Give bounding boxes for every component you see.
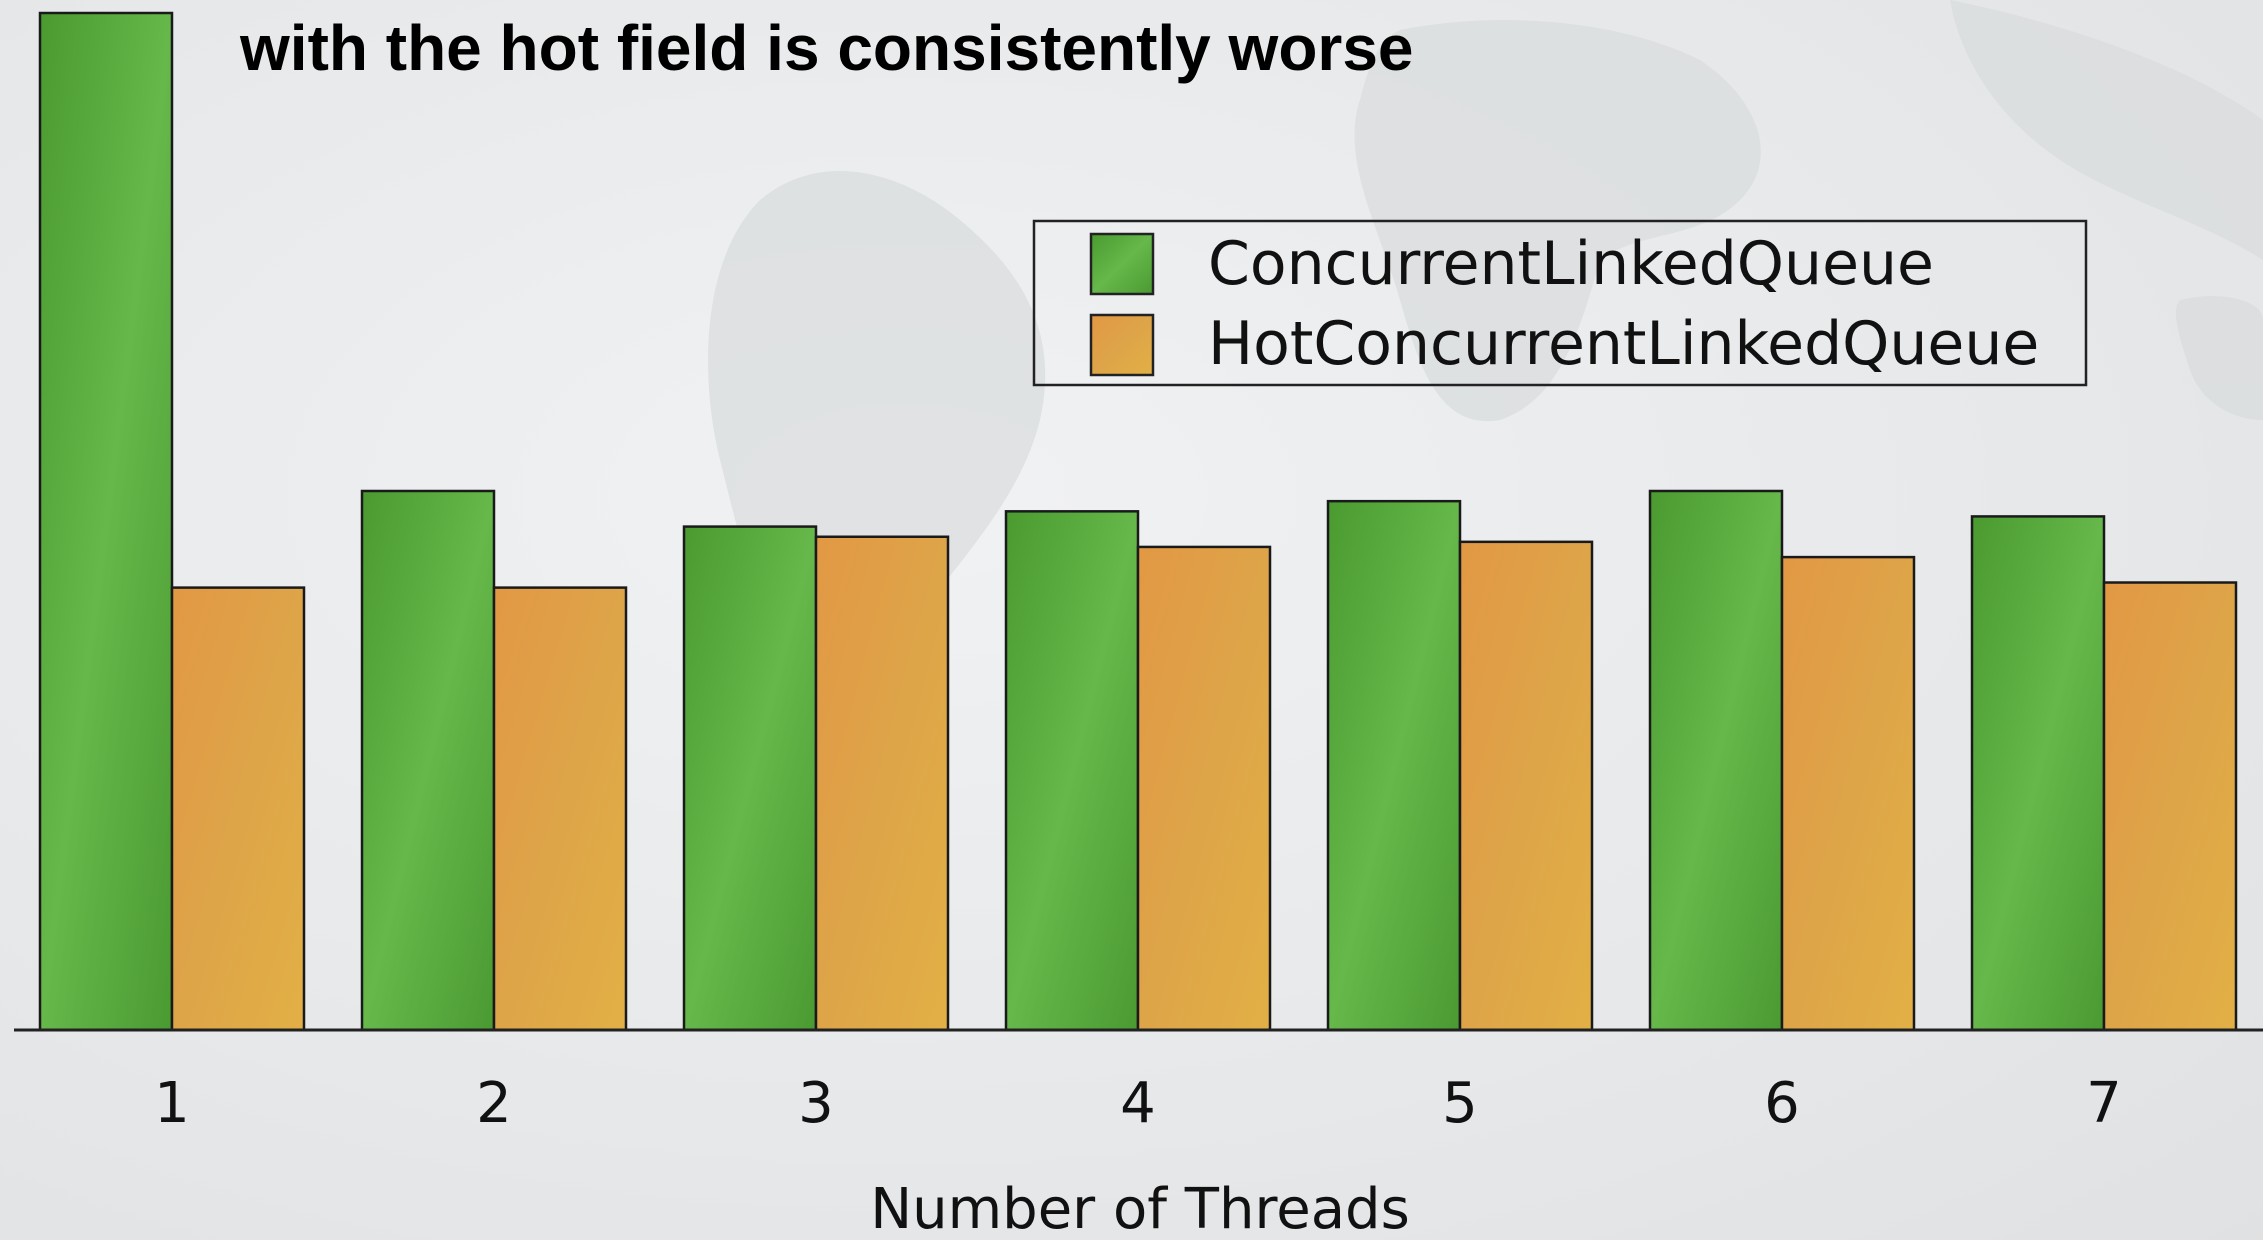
bar-hotconcurrentlinkedqueue-6	[1780, 555, 1916, 1032]
x-tick-label-1: 1	[154, 1071, 190, 1136]
chart-title: with the hot field is consistently worse	[239, 12, 1414, 84]
bar-hotconcurrentlinkedqueue-2	[492, 586, 628, 1032]
x-tick-labels: 1 2 3 4 5 6 7	[154, 1071, 2122, 1136]
x-tick-label-6: 6	[1764, 1071, 1800, 1136]
legend-label-hotconcurrentlinkedqueue: HotConcurrentLinkedQueue	[1208, 309, 2039, 379]
bar-concurrentlinkedqueue-3	[682, 525, 818, 1032]
bar-hotconcurrentlinkedqueue-5	[1458, 540, 1594, 1032]
legend-box	[1032, 219, 2088, 387]
legend-swatch-concurrentlinkedqueue	[1089, 232, 1155, 296]
x-tick-label-4: 4	[1120, 1071, 1156, 1136]
x-tick-label-3: 3	[798, 1071, 834, 1136]
bar-concurrentlinkedqueue-6	[1648, 489, 1784, 1032]
bar-hotconcurrentlinkedqueue-3	[814, 535, 950, 1032]
legend-swatch-hotconcurrentlinkedqueue	[1089, 313, 1155, 377]
bar-hotconcurrentlinkedqueue-7	[2102, 581, 2238, 1032]
bar-concurrentlinkedqueue-7	[1970, 515, 2106, 1032]
bar-hotconcurrentlinkedqueue-4	[1136, 545, 1272, 1032]
x-tick-label-7: 7	[2086, 1071, 2122, 1136]
x-axis-label: Number of Threads	[870, 1177, 1410, 1240]
bar-concurrentlinkedqueue-5	[1326, 499, 1462, 1032]
legend: ConcurrentLinkedQueue HotConcurrentLinke…	[1032, 219, 2088, 387]
bars-layer	[38, 11, 2238, 1032]
legend-label-concurrentlinkedqueue: ConcurrentLinkedQueue	[1208, 229, 1934, 299]
bar-concurrentlinkedqueue-2	[360, 489, 496, 1032]
bar-concurrentlinkedqueue-1	[38, 11, 174, 1032]
x-tick-label-2: 2	[476, 1071, 512, 1136]
x-tick-label-5: 5	[1442, 1071, 1478, 1136]
bar-hotconcurrentlinkedqueue-1	[170, 586, 306, 1032]
bar-concurrentlinkedqueue-4	[1004, 510, 1140, 1032]
